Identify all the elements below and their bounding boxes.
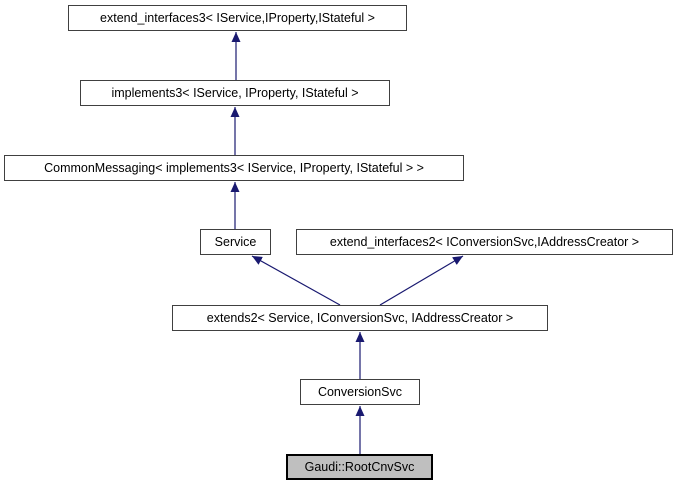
class-node-conversionsvc[interactable]: ConversionSvc xyxy=(300,379,420,405)
class-node-implements3[interactable]: implements3< IService, IProperty, IState… xyxy=(80,80,390,106)
class-node-gaudi-rootcnvsvc: Gaudi::RootCnvSvc xyxy=(286,454,433,480)
class-node-service[interactable]: Service xyxy=(200,229,271,255)
arrow-extends2-to-service xyxy=(251,255,341,306)
class-node-extend-interfaces3[interactable]: extend_interfaces3< IService,IProperty,I… xyxy=(68,5,407,31)
arrow-extends2-to-extend-interfaces2 xyxy=(379,255,464,306)
class-node-extends2[interactable]: extends2< Service, IConversionSvc, IAddr… xyxy=(172,305,548,331)
class-node-extend-interfaces2[interactable]: extend_interfaces2< IConversionSvc,IAddr… xyxy=(296,229,673,255)
class-node-commonmessaging[interactable]: CommonMessaging< implements3< IService, … xyxy=(4,155,464,181)
